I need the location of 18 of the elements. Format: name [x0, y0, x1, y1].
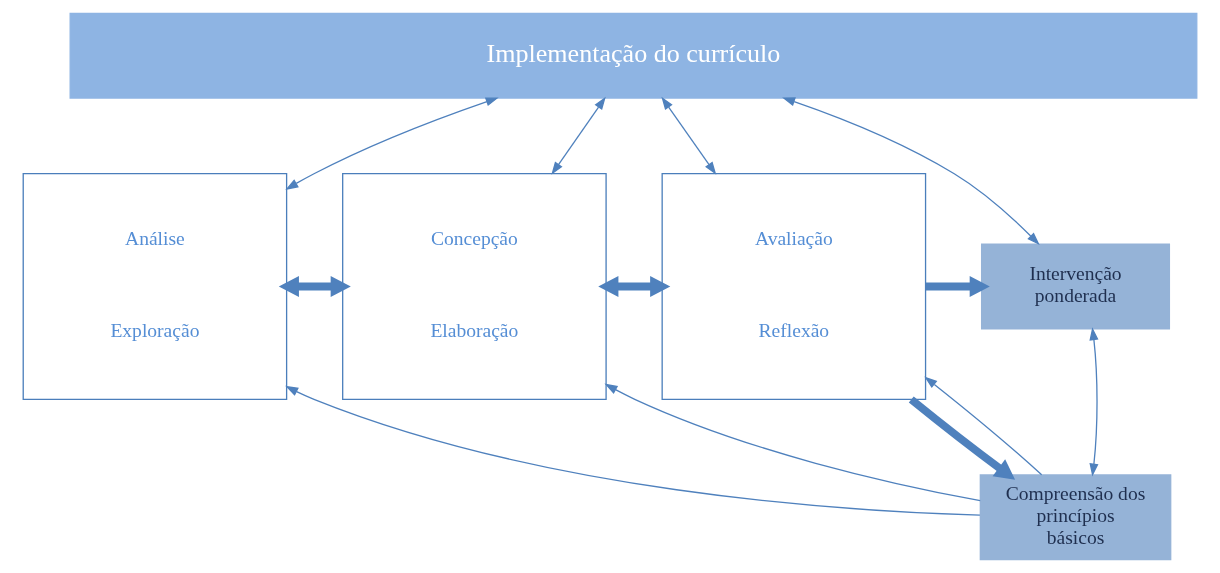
- arrow: [604, 383, 981, 502]
- arrow: [551, 96, 606, 175]
- node-box: Compreensão dos princípios básicos: [979, 474, 1172, 561]
- arrow: [908, 396, 1016, 480]
- arrow: [598, 275, 671, 298]
- arrow: [1089, 327, 1099, 477]
- arrow: [661, 96, 717, 175]
- arrow: [285, 97, 499, 190]
- node-box: Concepção Elaboração: [342, 173, 607, 400]
- arrow: [925, 275, 990, 298]
- arrow: [782, 97, 1040, 246]
- arrow: [285, 385, 981, 516]
- arrow: [278, 275, 351, 298]
- node-box: Análise Exploração: [22, 173, 288, 400]
- arrow: [924, 376, 1043, 476]
- node-box: Implementação do currículo: [69, 12, 1198, 99]
- node-box: Avaliação Reflexão: [661, 173, 927, 400]
- node-box: Intervenção ponderada: [981, 243, 1171, 330]
